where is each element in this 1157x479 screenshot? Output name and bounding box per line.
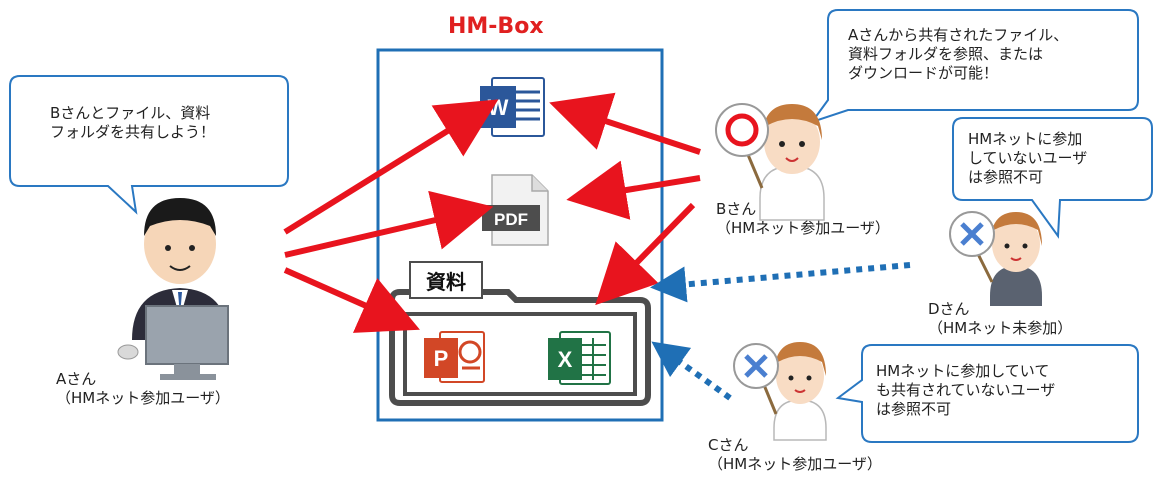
speech-bubble-c-text: HMネットに参加していて も共有されていないユーザ は参照不可 xyxy=(876,362,1056,418)
arrow-b-to-folder xyxy=(595,202,696,306)
speech-bubble-b xyxy=(809,9,1139,124)
person-b-label: Bさん （HMネット参加ユーザ） xyxy=(716,200,890,237)
word-icon: W xyxy=(480,77,545,137)
arrow-d-denied xyxy=(650,262,911,303)
arrow-b-to-pdf xyxy=(566,160,701,220)
speech-bubble-d-text: HMネットに参加 していないユーザ は参照不可 xyxy=(968,130,1088,186)
speech-bubble-a-text: Bさんとファイル、資料 フォルダを共有しよう！ xyxy=(50,104,216,141)
svg-text:W: W xyxy=(488,95,509,120)
person-a-illustration xyxy=(117,198,229,380)
svg-text:PDF: PDF xyxy=(494,210,528,229)
speech-bubble-a xyxy=(9,75,289,215)
svg-text:P: P xyxy=(434,346,449,371)
person-c-illustration xyxy=(733,342,827,441)
arrow-b-to-word xyxy=(549,92,701,155)
arrow-c-denied xyxy=(651,341,732,401)
folder-label: 資料 xyxy=(426,270,466,294)
speech-bubble-c xyxy=(835,344,1139,443)
person-d-illustration xyxy=(949,211,1042,306)
person-b-illustration xyxy=(715,103,825,221)
person-d-label: Dさん （HMネット未参加） xyxy=(928,300,1073,337)
arrow-a-to-pdf xyxy=(284,190,494,258)
excel-icon: X xyxy=(548,331,611,385)
svg-text:X: X xyxy=(558,347,573,372)
speech-bubble-b-text: Aさんから共有されたファイル、 資料フォルダを参照、または ダウンロードが可能！ xyxy=(848,26,1069,82)
pdf-icon: PDF xyxy=(482,174,549,246)
speech-bubble-d xyxy=(952,117,1153,239)
arrow-a-to-folder xyxy=(283,267,420,333)
person-c-label: Cさん （HMネット参加ユーザ） xyxy=(708,436,882,473)
arrow-a-to-word xyxy=(283,99,499,235)
powerpoint-icon: P xyxy=(424,331,485,383)
diagram-title: HM-Box xyxy=(448,14,544,39)
person-a-label: Aさん （HMネット参加ユーザ） xyxy=(56,370,230,407)
